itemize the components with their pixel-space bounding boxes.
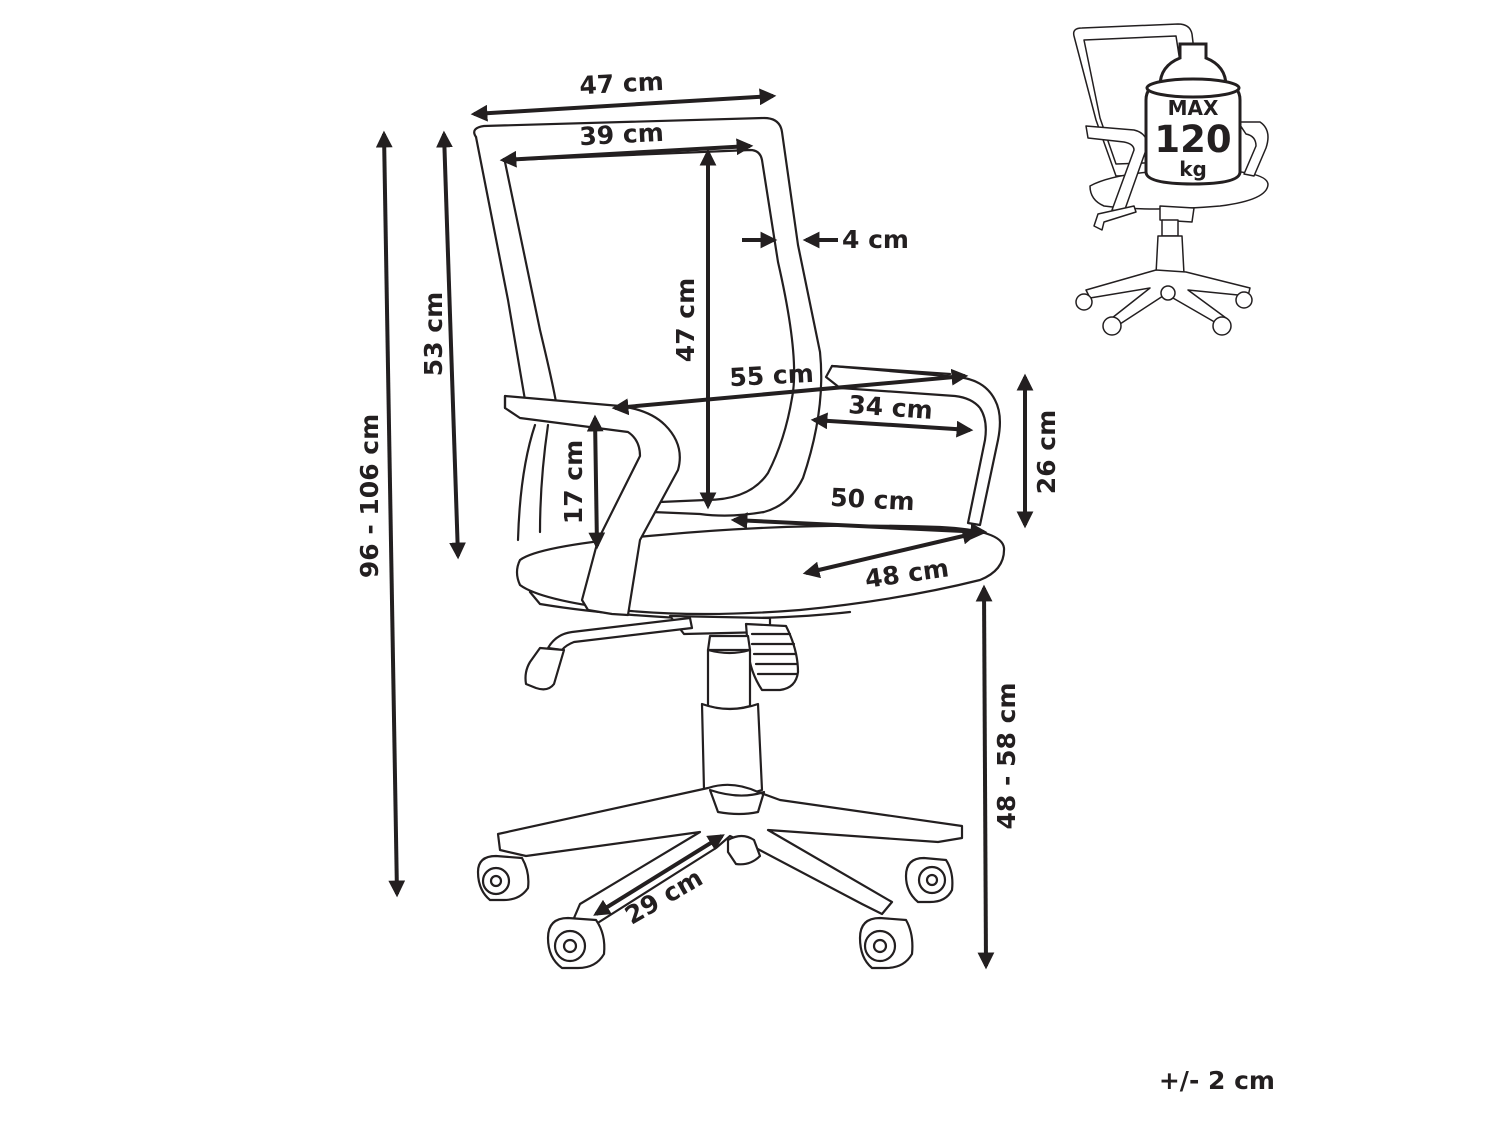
weight-drum-top (1145, 77, 1241, 99)
label-back-height-inner: 47 cm (671, 278, 700, 362)
label-back-height: 53 cm (419, 292, 448, 376)
dim-arrow-17cm (586, 414, 606, 550)
gas-cylinder (706, 634, 752, 652)
label-total-width: 55 cm (729, 359, 815, 392)
base-center-hub (708, 788, 766, 816)
dim-arrow-39cm (499, 138, 754, 168)
caster-left (476, 854, 530, 902)
dim-arrow-48-58cm (975, 584, 995, 970)
caster-front-left (546, 916, 606, 970)
weight-max-label: MAX (1168, 96, 1219, 120)
chair-drawing (473, 116, 1006, 970)
label-inner-back-width: 39 cm (579, 118, 665, 151)
gas-cylinder-sleeve (700, 702, 764, 797)
label-frame-thickness: 4 cm (842, 225, 909, 254)
tolerance-note: +/- 2 cm (1159, 1066, 1275, 1095)
dim-arrow-96-106cm (375, 130, 406, 898)
weight-unit: kg (1179, 157, 1207, 181)
backrest-inner-left-edge (503, 160, 558, 404)
height-lever (546, 616, 694, 652)
dim-arrow-34cm (810, 412, 974, 438)
label-top-width: 47 cm (579, 67, 665, 100)
label-seat-height: 48 - 58 cm (992, 683, 1021, 830)
dimension-lines (375, 88, 1034, 970)
label-armrest-length: 34 cm (847, 390, 933, 425)
dim-arrow-53cm (436, 130, 466, 560)
lever-handle (524, 646, 566, 691)
label-armrest-height-right: 26 cm (1032, 410, 1061, 494)
caster-right (904, 856, 954, 904)
caster-back (726, 834, 762, 866)
dim-arrow-29cm (593, 834, 725, 916)
label-seat-width: 50 cm (830, 483, 916, 516)
gas-cylinder-upper (706, 648, 752, 711)
dim-arrow-55cm (611, 368, 969, 416)
label-armrest-height-left: 17 cm (559, 440, 588, 524)
caster-front-right (858, 916, 914, 970)
dim-arrow-47cm-top (470, 88, 777, 122)
tilt-knob-ridges (750, 632, 799, 676)
backrest-left-edge (474, 135, 527, 402)
weight-value: 120 (1154, 118, 1231, 161)
backrest-lower-left (516, 423, 550, 542)
dim-arrow-48cm (802, 527, 980, 579)
dimension-labels: 47 cm 39 cm 4 cm 47 cm 53 cm 96 - 106 cm… (355, 67, 1061, 930)
weight-capacity-inset: MAX 120 kg (1072, 23, 1269, 336)
label-total-height: 96 - 106 cm (355, 414, 384, 578)
